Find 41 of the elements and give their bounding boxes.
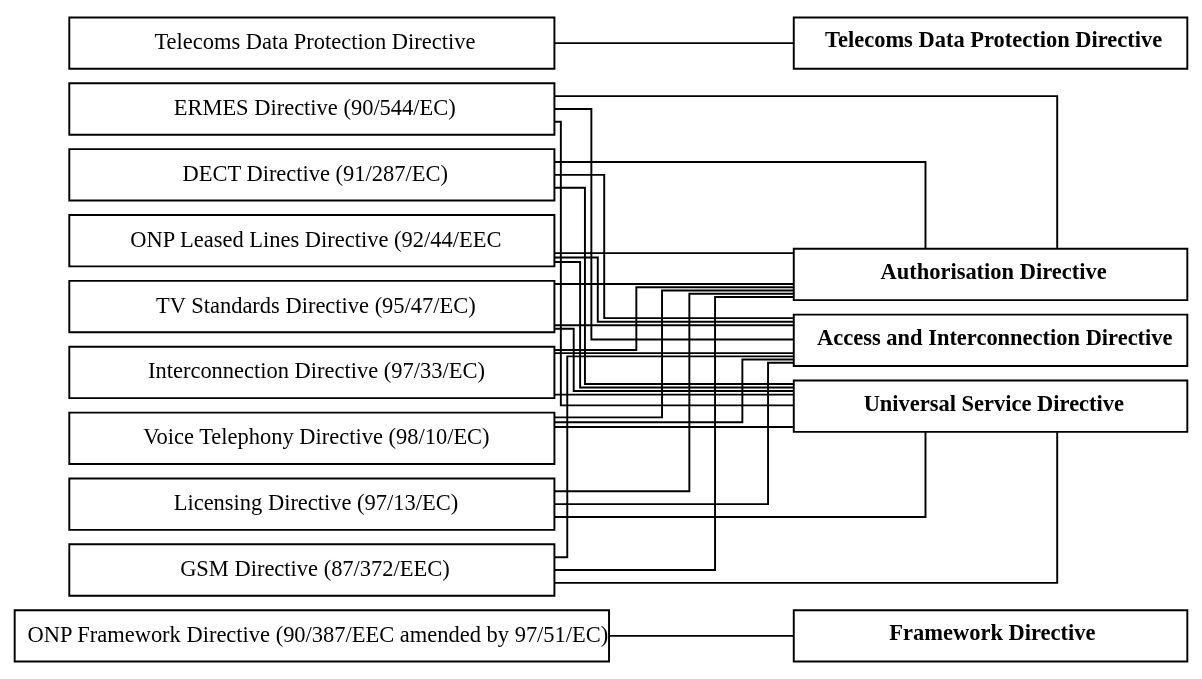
connector	[553, 327, 795, 393]
node-box: Access and Interconnection Directive	[792, 313, 1189, 367]
connector	[554, 355, 795, 559]
connector	[553, 361, 795, 506]
node-box: Framework Directive	[792, 609, 1189, 663]
node-box: ERMES Directive (90/544/EC)	[68, 82, 556, 136]
connector	[553, 161, 927, 250]
node-box: ONP Leased Lines Directive (92/44/EEC	[68, 214, 556, 268]
connector	[553, 283, 795, 286]
connector	[553, 120, 795, 407]
connector	[553, 289, 795, 419]
node-box: Universal Service Directive	[792, 379, 1189, 433]
connector	[553, 292, 795, 493]
node-box: Voice Telephony Directive (98/10/EC)	[68, 411, 556, 465]
connector	[553, 108, 795, 341]
connector	[554, 256, 795, 323]
node-box: TV Standards Directive (95/47/EC)	[68, 279, 556, 334]
node-box: Telecoms Data Protection Directive	[792, 16, 1189, 70]
connector	[553, 186, 795, 385]
connector	[553, 252, 795, 255]
node-box: Licensing Directive (97/13/EC)	[68, 477, 556, 531]
node-box: Interconnection Directive (97/33/EC)	[68, 345, 556, 400]
connector	[553, 261, 795, 389]
connector	[553, 426, 795, 428]
connector	[553, 42, 795, 45]
connector	[553, 358, 795, 424]
connector	[553, 393, 795, 396]
connector	[608, 634, 795, 637]
connector	[553, 173, 795, 320]
connector	[553, 286, 795, 351]
connector	[553, 431, 1059, 584]
connector	[553, 295, 795, 571]
node-box: Authorisation Directive	[792, 247, 1189, 302]
connector	[553, 95, 1059, 250]
node-box: GSM Directive (87/372/EEC)	[68, 543, 556, 597]
node-box: DECT Directive (91/287/EC)	[68, 148, 556, 202]
connector	[553, 324, 795, 327]
node-box: Telecoms Data Protection Directive	[68, 16, 556, 70]
connector	[553, 430, 927, 518]
connector	[553, 352, 795, 355]
node-box: ONP Framework Directive (90/387/EEC amended by 97/51/EC)	[13, 609, 610, 663]
